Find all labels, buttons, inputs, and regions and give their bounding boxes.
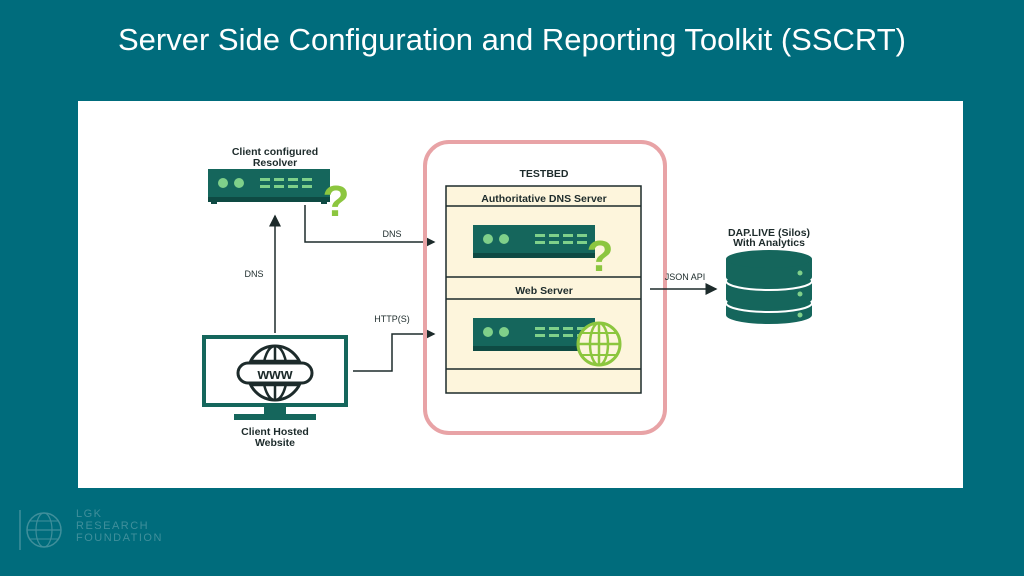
lgk-logo-icon: [19, 510, 62, 550]
web-globe-icon: [576, 321, 622, 367]
diagram-panel: Client configured Resolver ? www Clien: [78, 101, 963, 488]
website-label-line1: Client Hosted: [241, 426, 309, 438]
website-label-line2: Website: [255, 437, 295, 449]
logo-line3: FOUNDATION: [76, 532, 163, 544]
database-icon: [725, 250, 813, 324]
www-text: www: [256, 366, 292, 383]
website-monitor-icon: [202, 335, 348, 420]
http-arrow-to-testbed: [353, 328, 436, 372]
testbed-label: TESTBED: [519, 168, 568, 180]
dns-edge-label-top: DNS: [382, 229, 401, 239]
logo-line2: RESEARCH: [76, 520, 150, 532]
dns-edge-label-left: DNS: [244, 269, 263, 279]
json-api-label: JSON API: [665, 272, 706, 282]
resolver-label-line2: Resolver: [253, 157, 297, 169]
dns-question-icon: ?: [587, 232, 614, 281]
logo-line1: LGK: [76, 508, 103, 520]
testbed-outline: [423, 140, 667, 435]
lgk-logo: LGK RESEARCH FOUNDATION: [18, 506, 178, 556]
auth-dns-label: Authoritative DNS Server: [481, 193, 606, 205]
globe-icon: [236, 344, 314, 402]
resolver-question-icon: ?: [323, 177, 350, 226]
slide-title: Server Side Configuration and Reporting …: [117, 22, 907, 57]
http-edge-label: HTTP(S): [374, 314, 410, 324]
dns-arrow-to-testbed: [304, 205, 436, 248]
web-server-label: Web Server: [515, 285, 573, 297]
dap-label-line1: DAP.LIVE (Silos): [728, 227, 810, 239]
auth-dns-server-icon: [473, 225, 595, 258]
web-server-icon: [473, 318, 595, 351]
resolver-server-icon: [208, 169, 330, 204]
resolver-label-line1: Client configured: [232, 146, 318, 158]
dap-label-line2: With Analytics: [733, 237, 805, 249]
